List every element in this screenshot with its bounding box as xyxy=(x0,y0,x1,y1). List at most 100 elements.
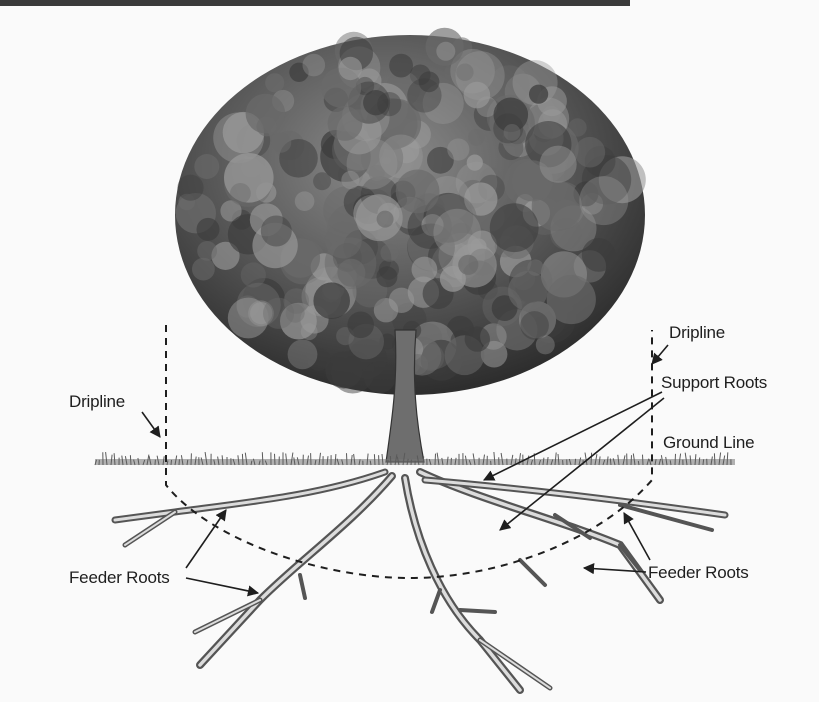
grass-blade xyxy=(194,456,197,466)
leaf-cluster xyxy=(503,123,521,141)
leaf-cluster xyxy=(294,191,315,211)
leaf-cluster xyxy=(313,282,351,320)
grass-blade xyxy=(472,453,476,466)
grass-blade xyxy=(660,455,664,466)
leaf-cluster xyxy=(376,210,394,228)
leaf-cluster xyxy=(263,297,295,329)
grass-blade xyxy=(389,455,392,466)
leaf-cluster xyxy=(579,176,629,226)
grass-blade xyxy=(314,459,317,466)
grass-blade xyxy=(630,455,632,466)
leaf-cluster xyxy=(433,208,482,257)
leaf-cluster xyxy=(230,183,251,204)
grass-blade xyxy=(510,454,514,466)
grass-blade xyxy=(416,455,420,466)
label-support-roots: Support Roots xyxy=(661,373,768,392)
leaf-cluster xyxy=(466,154,483,171)
grass-blade xyxy=(334,454,337,466)
leaf-cluster xyxy=(458,254,479,275)
grass-blade xyxy=(578,457,582,466)
arrow-dripline-right xyxy=(651,344,669,365)
leaf-cluster xyxy=(285,303,305,323)
grass-blade xyxy=(142,459,146,466)
grass-blade xyxy=(204,452,208,466)
grass-blade xyxy=(428,459,432,466)
grass-blade xyxy=(174,455,178,466)
grass-blade xyxy=(500,452,504,466)
grass-blade xyxy=(217,456,220,466)
leaf-cluster xyxy=(488,65,530,106)
grass-blade xyxy=(221,455,224,466)
leaf-cluster xyxy=(493,113,524,144)
arrow-support-roots-2 xyxy=(499,397,665,531)
label-ground-line: Ground Line xyxy=(663,433,755,452)
leaf-cluster xyxy=(252,222,298,269)
grass-blade xyxy=(694,454,697,466)
grass-blade xyxy=(200,457,204,466)
grass-blade xyxy=(658,458,662,466)
leaf-cluster xyxy=(464,326,490,352)
leaf-cluster xyxy=(346,138,398,190)
leaf-cluster xyxy=(248,300,274,327)
leaf-cluster xyxy=(511,160,553,202)
leaf-cluster xyxy=(439,265,466,292)
arrow-support-roots-1 xyxy=(482,391,663,481)
leaf-cluster xyxy=(388,287,415,313)
grass-blade xyxy=(366,453,369,466)
grass-blade xyxy=(590,452,593,466)
grass-blade xyxy=(689,455,692,466)
grass-blade xyxy=(493,451,496,466)
grass-blade xyxy=(110,454,113,466)
grass-blade xyxy=(170,459,172,466)
label-feeder-roots-right: Feeder Roots xyxy=(648,563,749,582)
leaf-cluster xyxy=(508,270,548,311)
grass-blade xyxy=(358,459,361,466)
leaf-cluster xyxy=(422,82,464,125)
leaf-cluster xyxy=(491,295,518,321)
grass-blade xyxy=(722,455,726,466)
grass-blade xyxy=(713,453,716,466)
grass-blade xyxy=(678,453,682,466)
grass-blade xyxy=(542,457,545,466)
leaf-cluster xyxy=(211,241,240,270)
grass-blade xyxy=(632,453,636,466)
leaf-cluster xyxy=(395,169,440,214)
arrow-feeder-left-1 xyxy=(185,509,227,569)
leaf-cluster xyxy=(224,153,274,203)
grass-blade xyxy=(386,459,389,466)
grass-blade xyxy=(180,455,184,466)
arrow-feeder-left-2 xyxy=(185,577,260,597)
grass-blade xyxy=(609,458,612,466)
grass-blade xyxy=(538,459,541,466)
leaf-cluster xyxy=(581,238,616,272)
grass-blade xyxy=(350,454,353,466)
label-feeder-roots-left: Feeder Roots xyxy=(69,568,170,587)
grass-blade xyxy=(454,457,457,466)
grass-blade xyxy=(718,452,722,466)
callout-arrows xyxy=(141,344,669,597)
grass-blade xyxy=(584,452,588,466)
grass-blade xyxy=(258,460,261,466)
grass-blade xyxy=(293,457,296,466)
leaf-cluster xyxy=(411,256,438,283)
grass-blade xyxy=(606,456,609,466)
leaf-cluster xyxy=(338,56,363,81)
grass-blade xyxy=(710,456,713,466)
leaf-cluster xyxy=(341,170,360,190)
grass-blade xyxy=(468,460,472,466)
leaf-cluster xyxy=(379,134,423,179)
grass-blade xyxy=(622,455,626,466)
grass-blade xyxy=(612,458,616,466)
grass-blade xyxy=(237,455,240,466)
grass-blade xyxy=(290,452,294,466)
leaf-cluster xyxy=(307,347,331,371)
leaf-cluster xyxy=(546,274,596,325)
leaf-cluster xyxy=(456,63,474,81)
leaf-cluster xyxy=(363,361,396,393)
arrow-dripline-left xyxy=(141,411,161,438)
grass-blade xyxy=(394,454,398,466)
grass-blade xyxy=(568,458,572,466)
leaf-cluster xyxy=(376,266,398,288)
grass-blade xyxy=(441,457,444,466)
